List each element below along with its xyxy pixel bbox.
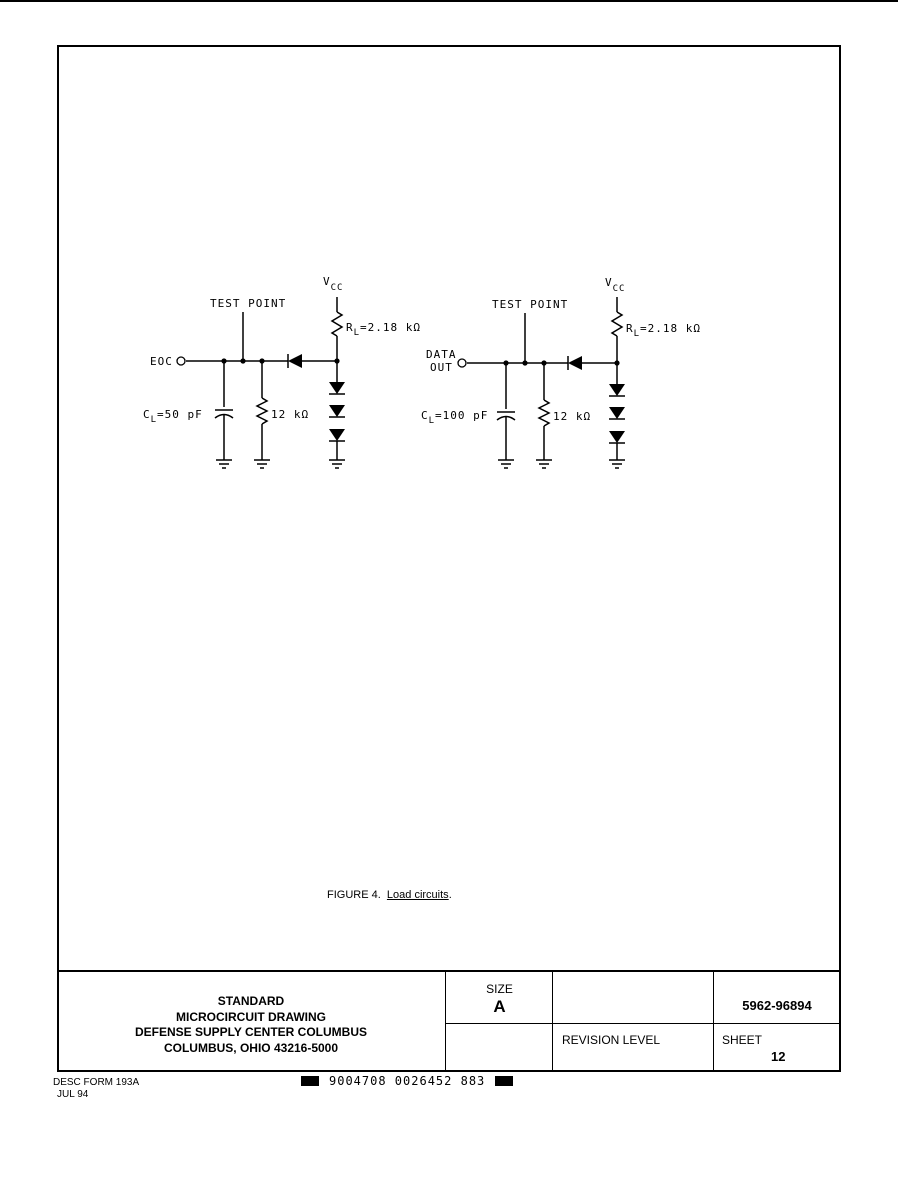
sheet-number: 12 [771, 1049, 786, 1064]
form-id: DESC FORM 193A JUL 94 [53, 1077, 139, 1101]
figure-caption-period: . [448, 889, 452, 901]
drawing-frame [57, 45, 841, 1072]
barcode-number: 9004708 0026452 883 [329, 1074, 486, 1088]
right-cl-label: CL=100 pF [421, 409, 488, 426]
figure-title: Load circuits [386, 889, 449, 901]
right-out-label: OUT [430, 361, 453, 374]
sheet-label: SHEET [722, 1033, 763, 1047]
figure-caption: FIGURE 4. Load circuits. [327, 889, 452, 901]
eoc-terminal [176, 356, 186, 366]
size-value: A [493, 997, 506, 1016]
right-data-label: DATA [426, 348, 457, 361]
barcode-block-right [495, 1076, 514, 1086]
agency-block: STANDARD MICROCIRCUIT DRAWING DEFENSE SU… [57, 994, 445, 1056]
revision-level-label: REVISION LEVEL [562, 1033, 661, 1047]
left-vcc-label: VCC [323, 275, 343, 293]
right-rl-label: RL=2.18 kΩ [626, 322, 701, 339]
title-block-row-divider [445, 1023, 841, 1024]
title-block-divider [713, 972, 714, 1072]
size-label: SIZE [486, 982, 513, 996]
left-12k-label: 12 kΩ [271, 408, 309, 421]
standard-label: STANDARD [217, 994, 285, 1008]
agency-name: DEFENSE SUPPLY CENTER COLUMBUS [134, 1025, 368, 1039]
right-test-point-label: TEST POINT [492, 298, 568, 311]
right-vcc-label: VCC [605, 276, 625, 294]
left-cl-label: CL=50 pF [143, 408, 203, 425]
form-number: DESC FORM 193A [53, 1077, 140, 1088]
agency-address: COLUMBUS, OHIO 43216-5000 [163, 1040, 339, 1055]
left-test-point-label: TEST POINT [210, 297, 286, 310]
barcode-block-left [301, 1076, 319, 1086]
title-block-divider [552, 972, 553, 1072]
right-12k-label: 12 kΩ [553, 410, 591, 423]
left-rl-label: RL=2.18 kΩ [346, 321, 421, 338]
drawing-type-label: MICROCIRCUIT DRAWING [176, 1009, 326, 1024]
barcode-strip: 9004708 0026452 883 [301, 1074, 514, 1088]
data-out-terminal [457, 358, 467, 368]
page-top-rule [0, 0, 898, 2]
document-number: 5962-96894 [742, 998, 812, 1013]
left-eoc-label: EOC [150, 355, 173, 368]
title-block-divider [445, 972, 446, 1072]
title-block: STANDARD MICROCIRCUIT DRAWING DEFENSE SU… [57, 970, 841, 1072]
form-date: JUL 94 [57, 1089, 89, 1100]
figure-number: FIGURE 4. [327, 889, 381, 901]
